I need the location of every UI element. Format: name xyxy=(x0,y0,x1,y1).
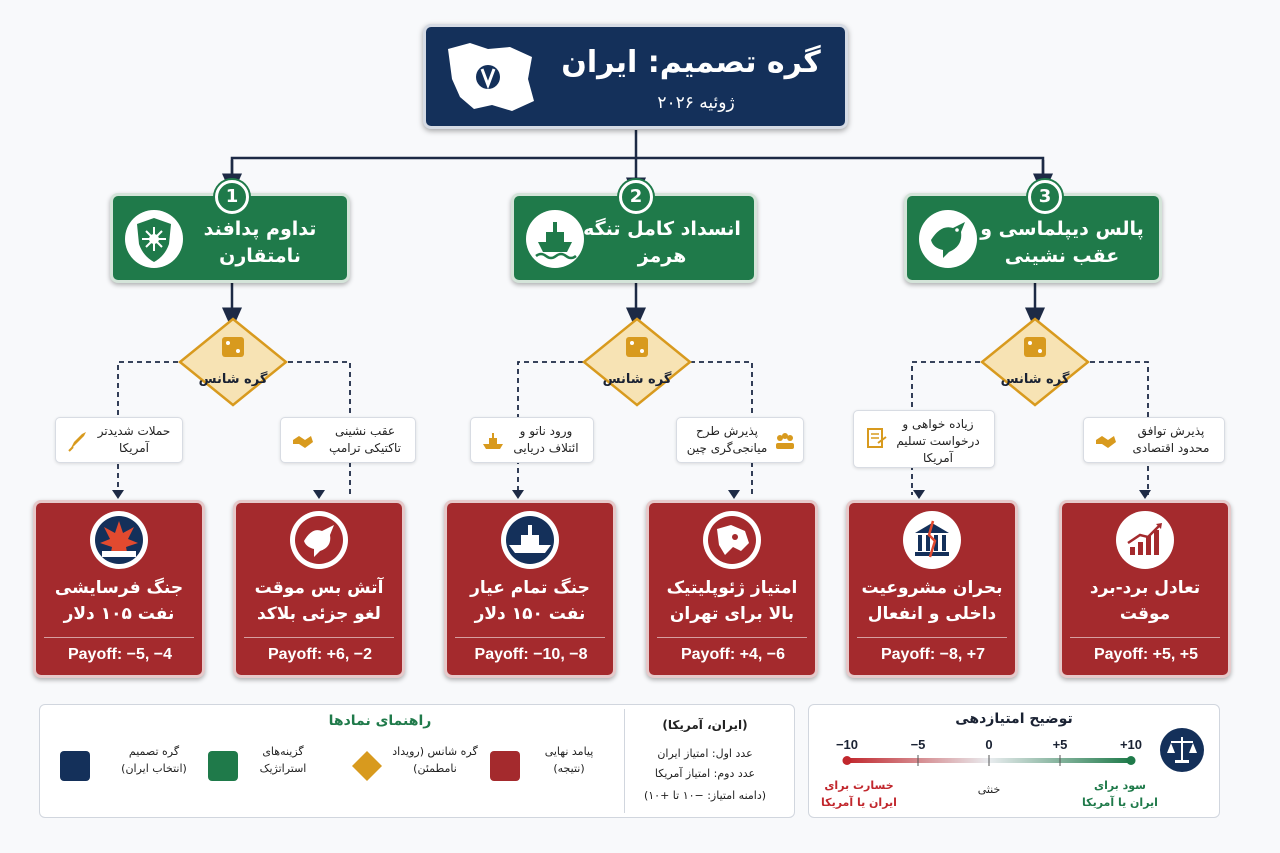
scale-tick-0: 0 xyxy=(985,737,993,752)
chance-outcome-2: عقب نشینی تاکتیکی ترامپ xyxy=(280,417,416,463)
outcome-title-1: جنگ فرسایشی نفت ۱۰۵ دلار xyxy=(54,578,184,624)
scale-gradient-bar xyxy=(842,755,1136,766)
scale-tick-plus10: +10 xyxy=(1119,737,1143,752)
legend-pair-first: عدد اول: امتیاز ایران xyxy=(657,747,753,760)
page-title: گره تصمیم: ایران xyxy=(561,45,821,80)
outcome-title-3: جنگ تمام عیار نفت ۱۵۰ دلار xyxy=(470,578,590,624)
explosion-icon xyxy=(90,511,148,569)
group-icon xyxy=(776,433,794,449)
outcome-payoff-1: Payoff: −5, −4 xyxy=(67,646,173,663)
chance-outcome-6: پذیرش توافق محدود اقتصادی xyxy=(1083,417,1225,463)
handshake-icon xyxy=(293,436,313,448)
legend-swatch-chance xyxy=(352,751,382,781)
chance-label-1: گره شانس xyxy=(198,372,268,387)
ship-icon xyxy=(526,210,584,268)
chance-outcome-1: حملات شدیدتر آمریکا xyxy=(55,417,183,463)
rocket-icon xyxy=(68,432,86,452)
strategy-number-3: 3 xyxy=(1028,180,1062,214)
outcome-title-5: بحران مشروعیت داخلی و انفعال xyxy=(861,578,1003,624)
strategy-label-1: تداوم پدافند نامتقارن xyxy=(203,218,317,267)
legend-title: راهنمای نمادها xyxy=(328,713,432,729)
outcome-node-3: جنگ تمام عیار نفت ۱۵۰ دلار Payoff: −10, … xyxy=(444,500,616,678)
strategy-label-3: پالس دیپلماسی و عقب نشینی xyxy=(980,218,1144,267)
chance-outcome-4: پذیرش طرح میانجی‌گری چین xyxy=(676,417,804,463)
legend-panel: راهنمای نمادها گره تصمیم (انتخاب ایران) … xyxy=(39,704,795,818)
outcome-payoff-5: Payoff: −8, +7 xyxy=(880,646,986,663)
legend-item-decision: گره تصمیم (انتخاب ایران) xyxy=(60,743,220,793)
scale-tick-minus5: −5 xyxy=(910,737,926,752)
date-label: ژوئیه ۲۰۲۶ xyxy=(657,93,735,113)
scale-mid-note: خنثی xyxy=(977,783,1001,796)
outcome-payoff-2: Payoff: +6, −2 xyxy=(267,646,373,663)
battleship-icon xyxy=(501,511,559,569)
dove-icon xyxy=(919,210,977,268)
growth-chart-icon xyxy=(1116,511,1174,569)
outcome-payoff-4: Payoff: +4, −6 xyxy=(680,646,786,663)
handshake-icon xyxy=(1096,436,1116,448)
chance-node-3: گره شانس xyxy=(980,317,1090,427)
strategy-number-1: 1 xyxy=(215,180,249,214)
chance-outcome-5: زیاده خواهی و درخواست تسلیم آمریکا xyxy=(853,410,995,468)
legend-swatch-strategy xyxy=(208,751,238,781)
chance-node-2: گره شانس xyxy=(582,317,692,427)
warship-icon xyxy=(483,433,503,449)
scales-icon xyxy=(1160,728,1204,772)
document-icon xyxy=(867,428,887,448)
legend-item-outcome: پیامد نهایی (نتیجه) xyxy=(490,743,640,793)
scale-tick-plus5: +5 xyxy=(1052,737,1068,752)
scale-left-note: خسارت برای ایران یا آمریکا xyxy=(821,779,897,809)
decision-node-iran: گره تصمیم: ایران ژوئیه ۲۰۲۶ xyxy=(423,24,848,129)
legend-item-chance: گره شانس (رویداد نامطمئن) xyxy=(350,743,510,793)
legend-pair-range: (دامنه امتیاز: −۱۰ تا +۱۰) xyxy=(643,789,767,802)
outcome-title-2: آتش بس موقت لغو جزئی بلاکد xyxy=(254,578,384,624)
legend-swatch-outcome xyxy=(490,751,520,781)
scale-tick-minus10: −10 xyxy=(835,737,859,752)
scale-right-note: سود برای ایران یا آمریکا xyxy=(1082,779,1158,809)
legend-pair-title: (ایران، آمریکا) xyxy=(662,718,748,732)
outcome-node-2: آتش بس موقت لغو جزئی بلاکد Payoff: +6, −… xyxy=(233,500,405,678)
strategy-number-2: 2 xyxy=(619,180,653,214)
legend-item-strategy: گزینه‌های استراتژیک xyxy=(208,743,368,793)
outcome-payoff-6: Payoff: +5, +5 xyxy=(1093,646,1199,663)
dove-icon xyxy=(290,511,348,569)
legend-swatch-decision xyxy=(60,751,90,781)
chance-label-3: گره شانس xyxy=(1000,372,1070,387)
strategy-label-2: انسداد کامل تنگه هرمز xyxy=(583,218,741,267)
chance-label-2: گره شانس xyxy=(602,372,672,387)
scale-title: توضیح امتیازدهی xyxy=(955,711,1073,727)
chance-node-1: گره شانس xyxy=(178,317,288,427)
broken-building-icon xyxy=(903,511,961,569)
outcome-node-6: تعادل برد-برد موقت Payoff: +5, +5 xyxy=(1059,500,1231,678)
outcome-node-4: امتیاز ژئوپلیتیک بالا برای تهران Payoff:… xyxy=(646,500,818,678)
legend-pair-second: عدد دوم: امتیاز آمریکا xyxy=(654,767,756,780)
iran-map-icon xyxy=(448,43,534,111)
outcome-node-1: جنگ فرسایشی نفت ۱۰۵ دلار Payoff: −5, −4 xyxy=(33,500,205,678)
outcome-payoff-3: Payoff: −10, −8 xyxy=(474,646,588,663)
scoring-scale-panel: توضیح امتیازدهی −10 −5 0 +5 +10 خسارت بر… xyxy=(808,704,1220,818)
map-icon xyxy=(703,511,761,569)
outcome-title-6: تعادل برد-برد موقت xyxy=(1089,578,1201,624)
outcome-node-5: بحران مشروعیت داخلی و انفعال Payoff: −8,… xyxy=(846,500,1018,678)
shield-icon xyxy=(125,210,183,268)
outcome-title-4: امتیاز ژئوپلیتیک بالا برای تهران xyxy=(666,578,798,624)
chance-outcome-3: ورود ناتو و ائتلاف دریایی xyxy=(470,417,594,463)
